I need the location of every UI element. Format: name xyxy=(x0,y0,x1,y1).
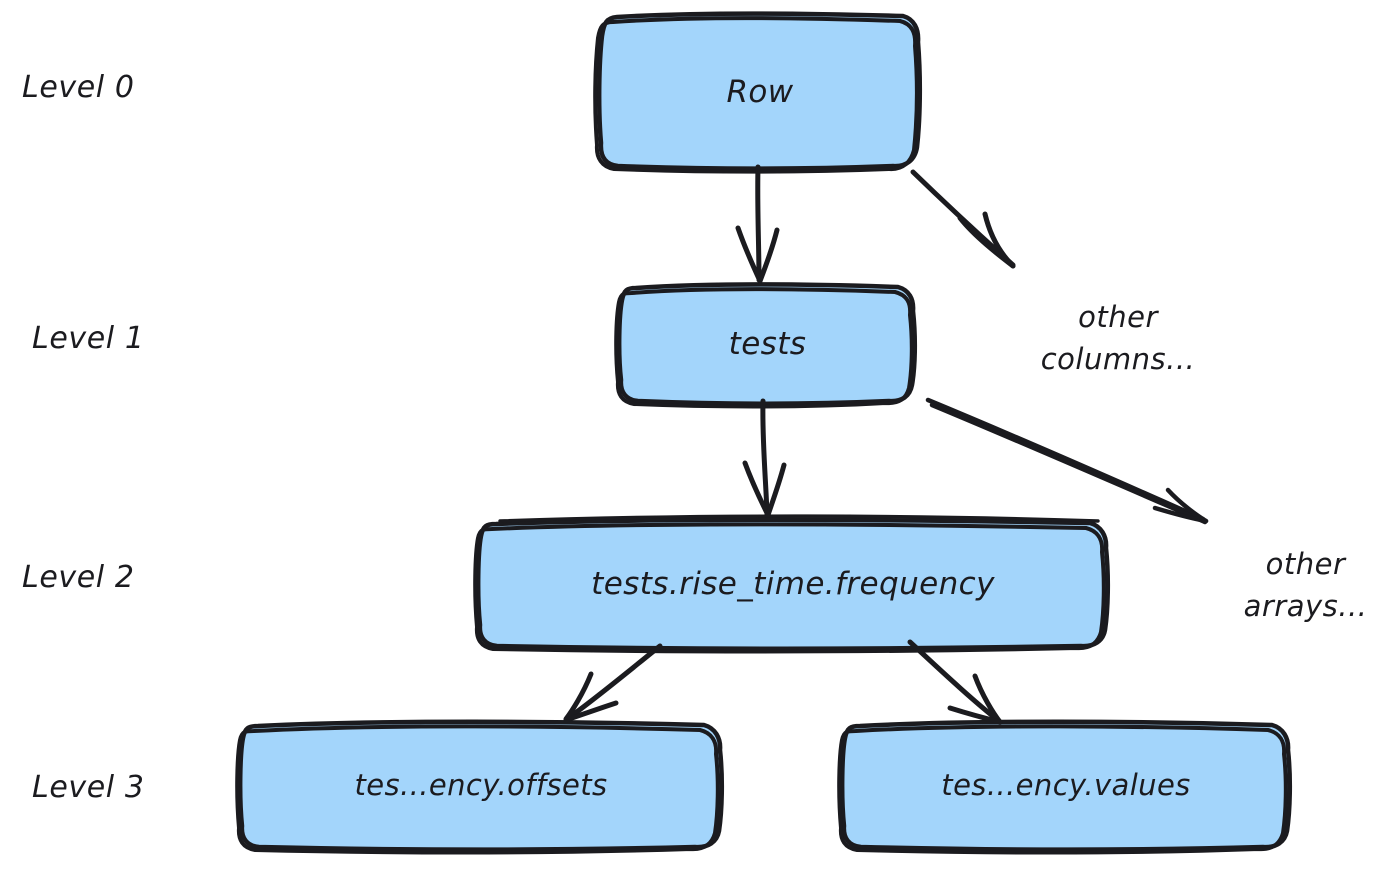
node-offsets-label: tes...ency.offsets xyxy=(354,768,608,802)
arrow-tests-to-frequency xyxy=(742,398,787,518)
arrow-tests-to-other-arrays xyxy=(925,397,1209,525)
level-label-2: Level 2 xyxy=(22,560,135,595)
node-tests[interactable]: tests xyxy=(620,284,915,404)
annotation-other-arrays: other arrays... xyxy=(1243,547,1368,624)
level-label-1: Level 1 xyxy=(32,321,145,356)
node-values[interactable]: tes...ency.values xyxy=(842,722,1290,848)
node-row[interactable]: Row xyxy=(600,14,920,169)
arrow-row-to-other-columns xyxy=(910,169,1016,269)
node-row-label: Row xyxy=(726,73,794,110)
annotation-other-columns: other columns... xyxy=(1040,300,1196,377)
arrow-frequency-to-offsets xyxy=(563,643,663,723)
level-label-0: Level 0 xyxy=(22,70,135,105)
arrow-frequency-to-values xyxy=(907,639,1003,725)
node-values-label: tes...ency.values xyxy=(941,768,1191,802)
level-label-3: Level 3 xyxy=(32,770,145,805)
node-offsets[interactable]: tes...ency.offsets xyxy=(240,722,722,848)
arrow-row-to-tests xyxy=(735,164,780,284)
node-tests-label: tests xyxy=(728,326,807,362)
node-frequency-label: tests.rise_time.frequency xyxy=(591,566,995,602)
node-tests-rise-time-frequency[interactable]: tests.rise_time.frequency xyxy=(478,520,1108,648)
